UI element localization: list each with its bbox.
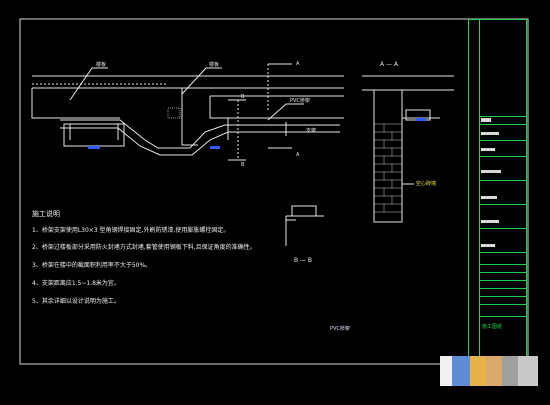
title-block-text-bar (481, 118, 491, 122)
cable-blue-1 (88, 146, 100, 149)
pixelated-watermark-block (452, 356, 470, 386)
title-block-row (480, 180, 526, 181)
title-block-row (480, 264, 526, 265)
pvc-tray-path (60, 119, 340, 149)
left-tray-box (63, 123, 125, 147)
marker-a-top: A (296, 61, 300, 67)
title-block-text-bar (481, 170, 501, 173)
sleeve-outline (181, 88, 198, 146)
marker-b-top: B (241, 94, 245, 100)
note-item-3: 3、桥架在楼中的截面积利用率不大于50%。 (32, 262, 152, 269)
support-label: 支架 (306, 128, 317, 134)
leader-slab (69, 67, 93, 101)
pixelated-watermark-block (502, 356, 518, 386)
note-item-5: 5、其余详细以设计说明为施工。 (32, 298, 120, 305)
title-block-row (480, 228, 526, 229)
title-block-row (480, 280, 526, 281)
right-beam-outline (209, 96, 344, 119)
pvc-caption: PVC桥架 (330, 326, 350, 332)
marker-a-bottom: A (296, 152, 300, 158)
title-block-divider (479, 20, 480, 363)
slab-label: 楼板 (96, 62, 107, 68)
title-block-row (480, 204, 526, 205)
section-bb (285, 205, 324, 246)
sleeve-label: 楼板 (209, 62, 220, 68)
aa-cable-blue (416, 118, 426, 121)
section-aa (362, 75, 454, 223)
title-block: 施工图纸 (468, 19, 527, 364)
title-block-row (480, 272, 526, 273)
sheet-border (19, 18, 529, 365)
pvc-tray-label: PVC桥架 (290, 98, 310, 104)
bb-tray-box (291, 205, 317, 217)
title-block-row (480, 124, 526, 125)
title-block-row (480, 296, 526, 297)
section-bb-title: B — B (294, 257, 313, 264)
title-block-row (480, 316, 526, 317)
main-section (31, 63, 344, 161)
title-block-row (480, 304, 526, 305)
sleeve-hatch (167, 107, 181, 119)
pixelated-watermark-block (486, 356, 502, 386)
title-block-text-bar (481, 132, 499, 135)
title-block-row (480, 288, 526, 289)
title-block-text-bar (481, 220, 499, 223)
title-block-row (480, 252, 526, 253)
title-block-text-bar (481, 244, 495, 247)
section-aa-title: A — A (380, 61, 399, 68)
brick-pattern (374, 123, 402, 213)
pixelated-watermark-block (518, 356, 538, 386)
note-item-2: 2、桥架过楼板部分采用防火封堵方式封堵,套管使用钢板下料,且保证角度的准确性。 (32, 244, 256, 251)
pvc-tray-path-lower (60, 127, 340, 156)
note-item-4: 4、支架距离应1.5~1.8米为宜。 (32, 280, 120, 287)
left-beam-outline (31, 88, 120, 119)
marker-b-bottom: B (241, 162, 245, 168)
brick-wall-label: 空心砖墙 (416, 181, 437, 187)
notes-title: 施工说明 (32, 210, 60, 218)
leader-sleeve (181, 67, 207, 95)
title-block-text-bar (481, 196, 497, 199)
note-item-1: 1、桥架支架使用L30×3 型角钢焊接固定,外刷防锈漆,使用膨胀螺栓固定。 (32, 227, 230, 234)
title-block-row (480, 140, 526, 141)
cable-blue-2 (210, 146, 220, 149)
pixelated-watermark-block (470, 356, 486, 386)
title-block-row (480, 156, 526, 157)
title-block-text-bar (481, 148, 495, 151)
title-block-row (480, 116, 526, 117)
title-block-stamp: 施工图纸 (482, 324, 503, 330)
leader-pvc (267, 103, 287, 121)
